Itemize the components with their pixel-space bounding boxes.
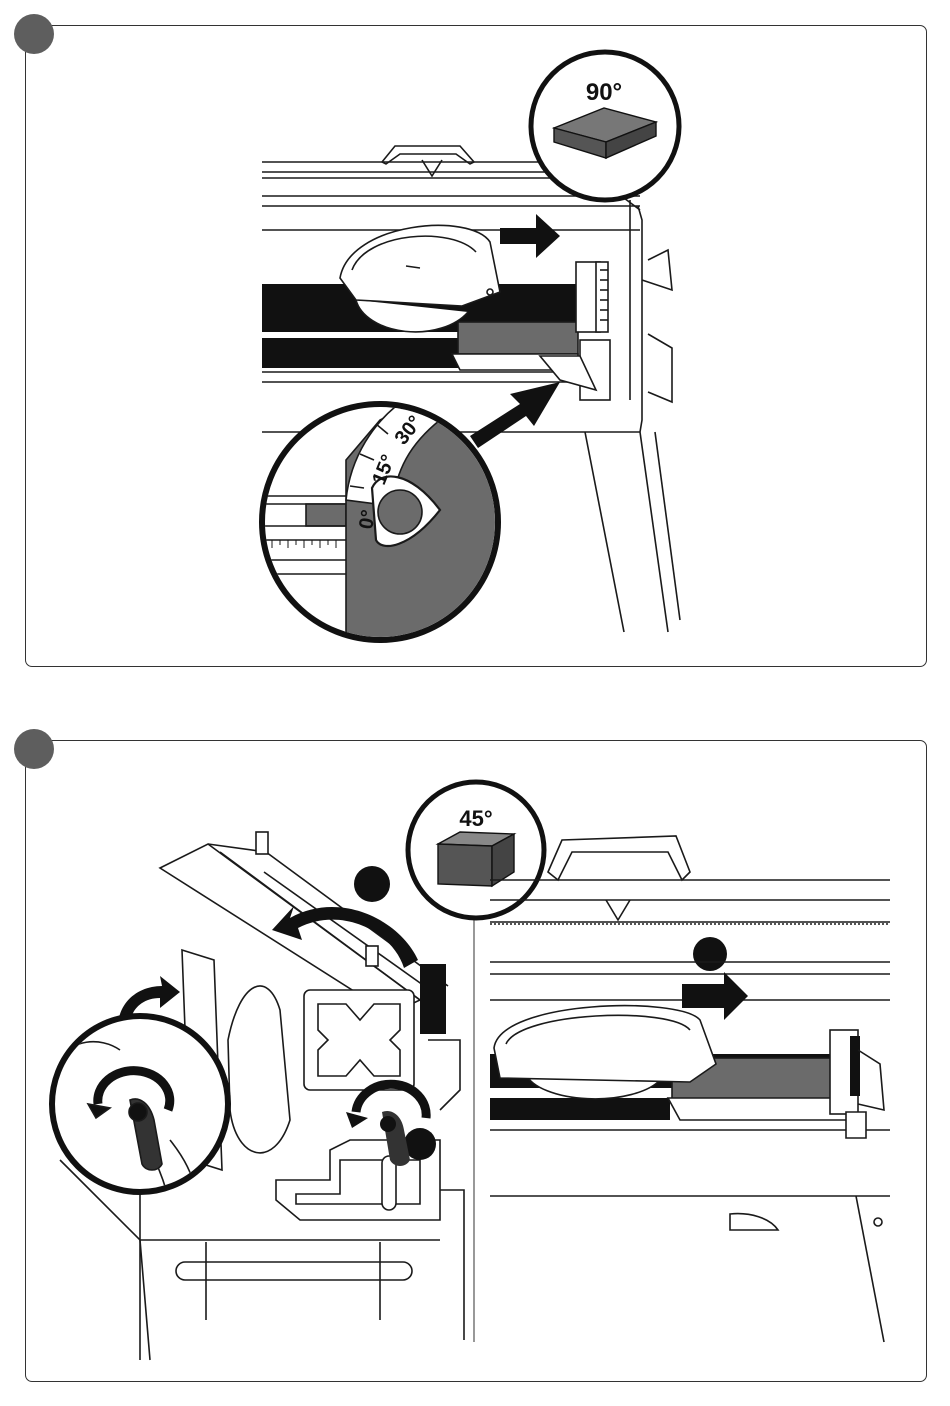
lever-magnifier [52, 1016, 228, 1210]
scale-mark-0: 0° [355, 508, 380, 531]
angle-badge-90 [531, 52, 679, 200]
angle-badge-90-label: 90° [586, 79, 622, 106]
angle-badge-45 [408, 782, 544, 918]
slide-direction-arrow-2 [682, 972, 748, 1020]
panel-2-top-view [490, 836, 890, 1342]
angle-badge-45-label: 45° [459, 806, 492, 831]
step-marker-d [693, 937, 727, 971]
step-marker-a [354, 866, 390, 902]
pointer-arrow [470, 382, 560, 448]
slide-direction-arrow [500, 214, 560, 258]
